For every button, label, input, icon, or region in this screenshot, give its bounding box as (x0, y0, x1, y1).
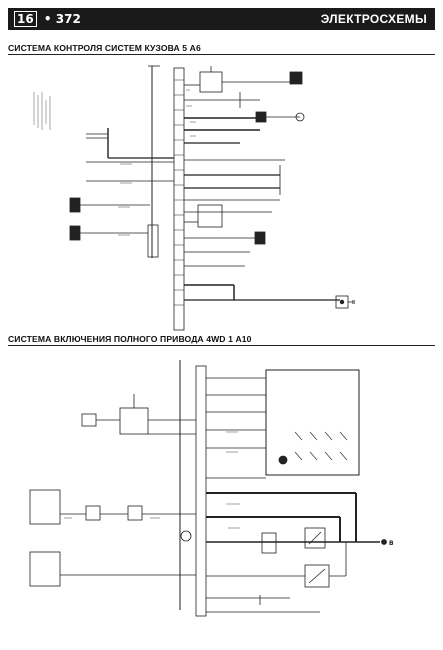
wire-code-marks (64, 89, 240, 529)
section-title-4wd: СИСТЕМА ВКЛЮЧЕНИЯ ПОЛНОГО ПРИВОДА 4WD 1 … (8, 334, 252, 344)
section-title-body-control: СИСТЕМА КОНТРОЛЯ СИСТЕМ КУЗОВА 5 А6 (8, 43, 201, 53)
diode-box (261, 532, 277, 554)
main-connector-column (173, 67, 185, 331)
fuse-box-1 (85, 505, 101, 521)
output-terminal-icon (381, 539, 387, 545)
page-bullet: • (43, 12, 56, 26)
terminal-labels: B B (352, 300, 394, 547)
4wd-connector-column (195, 365, 207, 617)
pressure-switch-box (304, 527, 326, 549)
connector-symbol-black (254, 231, 266, 245)
door-switch-icon-1 (69, 197, 81, 213)
switch-box (197, 204, 223, 228)
terminal-b-label: B (352, 300, 356, 306)
diagram-body-control (33, 65, 354, 331)
diagram-4wd (29, 360, 387, 617)
page-header: 16 • 372 ЭЛЕКТРОСХЕМЫ (8, 8, 435, 30)
indicator-lamp-icon-2 (255, 111, 267, 123)
indicator-circle-icon (180, 530, 192, 542)
4wd-relay (119, 407, 149, 435)
4wd-left-module-1 (29, 489, 61, 525)
page-number: 16 • 372 (14, 11, 81, 27)
indicator-lamp-icon-1 (289, 71, 303, 85)
section-rule-2 (8, 345, 435, 346)
ground-indicator-icon (278, 455, 288, 465)
lamp-circle-icon (295, 112, 305, 122)
left-note-lines (33, 92, 51, 130)
4wd-left-module-2 (29, 551, 61, 587)
door-switch-icon-2 (69, 225, 81, 241)
section-rule-1 (8, 54, 435, 55)
output-b-label: B (389, 540, 394, 547)
relay-box-top (199, 71, 223, 93)
4wd-control-unit (265, 369, 360, 476)
page-number-value: 372 (55, 12, 81, 26)
4wd-switch-icon (81, 413, 97, 427)
fuse-box-2 (127, 505, 143, 521)
chapter-badge: 16 (14, 11, 37, 27)
connector-block (147, 224, 159, 258)
chapter-title: ЭЛЕКТРОСХЕМЫ (320, 12, 427, 26)
